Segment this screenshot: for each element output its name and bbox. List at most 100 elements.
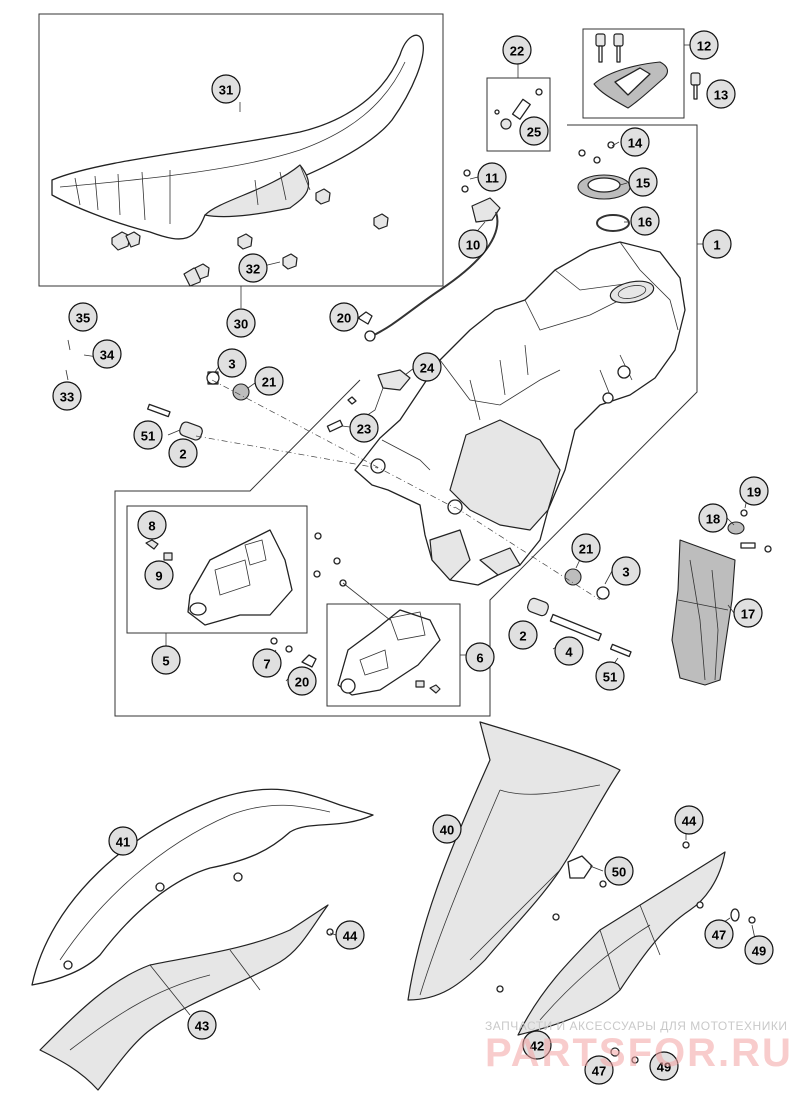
callout-bubble [698, 503, 728, 533]
callout-bubble [287, 666, 317, 696]
callout-44: 44 [335, 920, 365, 950]
callout-bubble [137, 510, 167, 540]
callout-bubble [689, 30, 719, 60]
callout-number: 34 [100, 348, 115, 363]
callout-number: 13 [714, 88, 728, 103]
callout-bubble [412, 352, 442, 382]
callout-number: 23 [357, 422, 371, 437]
callout-bubble [502, 35, 532, 65]
callout-bubble [611, 556, 641, 586]
callout-11: 11 [477, 162, 507, 192]
small-parts-drawing [494, 88, 543, 130]
callout-bubble [52, 381, 82, 411]
callout-number: 2 [519, 629, 526, 644]
callout-number: 25 [527, 125, 541, 140]
callout-33: 33 [52, 381, 82, 411]
callout-bubble [92, 339, 122, 369]
side-cover-43-drawing [39, 904, 334, 1091]
guard-right-drawing [301, 557, 441, 696]
callout-bubble [217, 348, 247, 378]
callout-30: 30 [226, 308, 256, 338]
callout-number: 10 [466, 238, 480, 253]
callout-51: 51 [133, 420, 163, 450]
watermark-tagline: ЗАПЧАСТИ И АКСЕССУАРЫ ДЛЯ МОТОТЕХНИКИ [485, 1019, 787, 1033]
callout-1: 1 [702, 229, 732, 259]
callout-12: 12 [689, 30, 719, 60]
callout-number: 40 [440, 823, 454, 838]
callout-number: 11 [485, 171, 499, 186]
callout-number: 22 [510, 44, 524, 59]
watermark: ЗАПЧАСТИ И АКСЕССУАРЫ ДЛЯ МОТОТЕХНИКИ PA… [485, 1019, 791, 1075]
callout-19: 19 [739, 476, 769, 506]
callout-number: 1 [713, 238, 720, 253]
callout-8: 8 [137, 510, 167, 540]
callout-number: 33 [60, 390, 74, 405]
callout-number: 8 [148, 519, 155, 534]
callout-34: 34 [92, 339, 122, 369]
callout-number: 49 [752, 944, 766, 959]
callout-bubble [628, 167, 658, 197]
callout-number: 44 [682, 814, 697, 829]
callout-bubble [168, 438, 198, 468]
callout-number: 42 [530, 1039, 544, 1054]
callout-bubble [571, 533, 601, 563]
callout-bubble [477, 162, 507, 192]
callout-35: 35 [68, 302, 98, 332]
callout-number: 41 [116, 835, 130, 850]
callout-number: 24 [420, 361, 435, 376]
callout-bubble [649, 1051, 679, 1081]
callout-21: 21 [571, 533, 601, 563]
callout-32: 32 [238, 253, 268, 283]
callout-bubble [465, 642, 495, 672]
callout-number: 19 [747, 485, 761, 500]
callout-bubble [704, 919, 734, 949]
callout-number: 47 [712, 928, 726, 943]
callout-number: 2 [179, 447, 186, 462]
callout-16: 16 [630, 206, 660, 236]
callout-17: 17 [733, 598, 763, 628]
callout-44: 44 [674, 805, 704, 835]
tank-group-frame [114, 124, 698, 717]
callout-bubble [744, 935, 774, 965]
callout-number: 12 [697, 39, 711, 54]
callout-bubble [584, 1055, 614, 1085]
callout-47: 47 [704, 919, 734, 949]
radiator-scoop-drawing [671, 509, 772, 686]
fuel-tank-drawing [354, 241, 686, 586]
callout-2: 2 [508, 620, 538, 650]
callout-bubble [335, 920, 365, 950]
callout-number: 14 [628, 136, 643, 151]
callout-3: 3 [611, 556, 641, 586]
callout-13: 13 [706, 79, 736, 109]
callout-bubble [620, 127, 650, 157]
mounting-hardware-drawing [146, 369, 632, 658]
callout-number: 51 [141, 429, 155, 444]
callout-bubble [458, 229, 488, 259]
callout-47: 47 [584, 1055, 614, 1085]
callout-bubble [211, 74, 241, 104]
callout-bubble [252, 648, 282, 678]
callout-31: 31 [211, 74, 241, 104]
callout-number: 44 [343, 929, 358, 944]
callout-43: 43 [187, 1010, 217, 1040]
callout-24: 24 [412, 352, 442, 382]
callout-22: 22 [502, 35, 532, 65]
callout-number: 20 [337, 311, 351, 326]
callout-number: 20 [295, 675, 309, 690]
callout-number: 7 [263, 657, 270, 672]
callout-bubble [254, 366, 284, 396]
callout-21: 21 [254, 366, 284, 396]
callout-18: 18 [698, 503, 728, 533]
callout-bubble [151, 645, 181, 675]
fuel-cap-drawing [577, 141, 631, 232]
key-set-drawing [593, 33, 701, 109]
callout-41: 41 [108, 826, 138, 856]
callout-number: 49 [657, 1060, 671, 1075]
callout-40: 40 [432, 814, 462, 844]
callout-7: 7 [252, 648, 282, 678]
callout-bubble [739, 476, 769, 506]
side-cover-42-drawing [517, 841, 756, 1064]
callout-14: 14 [620, 127, 650, 157]
callout-bubble [187, 1010, 217, 1040]
callout-20: 20 [287, 666, 317, 696]
